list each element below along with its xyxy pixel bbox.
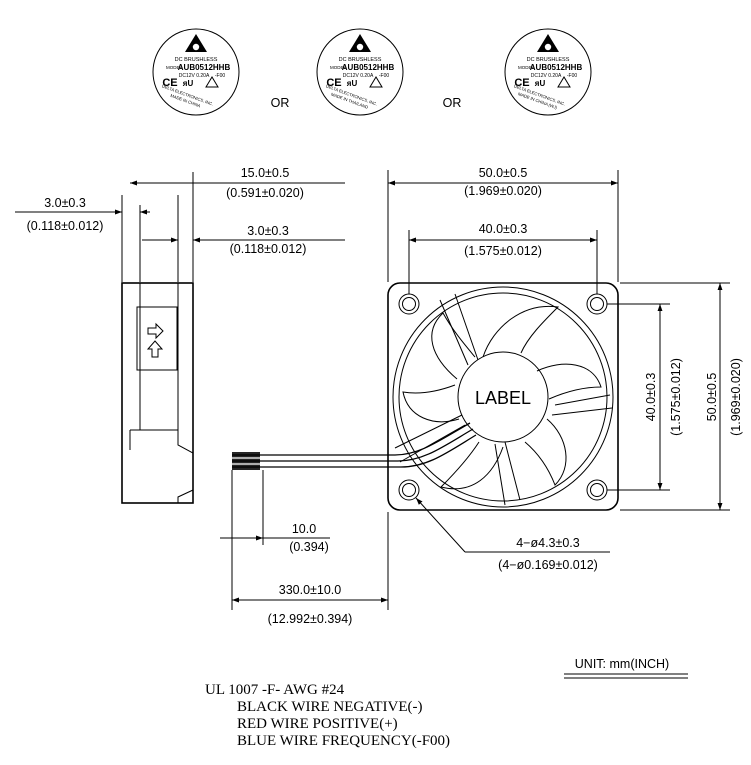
- side-view: 15.0±0.5 (0.591±0.020) 3.0±0.3 (0.118±0.…: [15, 166, 345, 504]
- delta-logo-icon: [537, 34, 559, 52]
- warning-triangle-icon: [369, 76, 383, 88]
- mount-hole-icon: [398, 479, 420, 501]
- label-model: AUB0512HHB: [342, 63, 395, 72]
- dim-wire-strip-inch: (0.394): [289, 540, 329, 554]
- dim-mount-holes-inch: (4−ø0.169±0.012): [498, 558, 598, 572]
- mount-hole-icon: [586, 293, 608, 315]
- dim-right-rim-mm: 3.0±0.3: [247, 224, 289, 238]
- ul-mark-icon: ᴙU: [347, 79, 358, 88]
- dim-width-holes-inch: (1.575±0.012): [464, 244, 542, 258]
- unit-label: UNIT: mm(INCH): [575, 657, 669, 671]
- delta-logo-icon: [349, 34, 371, 52]
- fan-blades: [402, 305, 602, 490]
- label-sticker-1: DC BRUSHLESS MODEL AUB0512HHB DC12V 0.20…: [152, 28, 240, 116]
- dim-left-rim-mm: 3.0±0.3: [44, 196, 86, 210]
- dim-left-rim-inch: (0.118±0.012): [27, 219, 104, 233]
- wire-note-blue: BLUE WIRE FREQUENCY(-F00): [237, 733, 450, 749]
- airflow-arrow-right-icon: [147, 322, 164, 340]
- warning-triangle-icon: [557, 76, 571, 88]
- ul-mark-icon: ᴙU: [535, 79, 546, 88]
- mount-hole-icon: [586, 479, 608, 501]
- wire-spec: UL 1007 -F- AWG #24: [205, 682, 345, 698]
- front-view: LABEL: [260, 282, 619, 511]
- label-variant: -F00: [215, 73, 226, 79]
- label-model: AUB0512HHB: [530, 63, 583, 72]
- label-brand: DC BRUSHLESS: [339, 57, 382, 63]
- label-sticker-2: DC BRUSHLESS MODEL AUB0512HHB DC12V 0.20…: [316, 28, 404, 116]
- wire-note-black: BLACK WIRE NEGATIVE(-): [237, 699, 423, 715]
- warning-triangle-icon: [205, 76, 219, 88]
- dim-side-depth-mm: 15.0±0.5: [241, 166, 290, 180]
- label-model-prefix: MODEL: [518, 65, 535, 70]
- label-variant: -F00: [567, 73, 578, 79]
- dim-height-total-inch: (1.969±0.020): [729, 358, 743, 436]
- label-model: AUB0512HHB: [178, 63, 231, 72]
- dim-width-holes-mm: 40.0±0.3: [479, 222, 528, 236]
- dim-side-depth-inch: (0.591±0.020): [226, 186, 304, 200]
- label-rating: DC12V 0.20A: [179, 73, 210, 79]
- ce-mark-icon: CE: [162, 77, 177, 89]
- dim-width-total-mm: 50.0±0.5: [479, 166, 528, 180]
- frame-struts: [394, 293, 613, 506]
- dim-height-holes-inch: (1.575±0.012): [669, 358, 683, 436]
- rotation-arrow-up-icon: [146, 340, 164, 358]
- or-text-2: OR: [443, 96, 462, 110]
- label-model-prefix: MODEL: [166, 65, 183, 70]
- dim-height-holes-mm: 40.0±0.3: [644, 373, 658, 422]
- dim-right-rim-inch: (0.118±0.012): [230, 242, 307, 256]
- ce-mark-icon: CE: [514, 77, 529, 89]
- hub-label: LABEL: [475, 388, 531, 408]
- label-rating: DC12V 0.20A: [343, 73, 374, 79]
- front-dimensions: 50.0±0.5 (1.969±0.020) 40.0±0.3 (1.575±0…: [387, 166, 743, 572]
- label-rating: DC12V 0.20A: [531, 73, 562, 79]
- wire-note-red: RED WIRE POSITIVE(+): [237, 716, 398, 732]
- dim-height-total-mm: 50.0±0.5: [705, 373, 719, 422]
- delta-logo-icon: [185, 34, 207, 52]
- wire-dimensions: 10.0 (0.394) 330.0±10.0 (12.992±0.394): [220, 470, 389, 626]
- label-sticker-3: DC BRUSHLESS MODEL AUB0512HHB DC12V 0.20…: [504, 28, 592, 116]
- label-brand: DC BRUSHLESS: [527, 57, 570, 63]
- dim-wire-length-inch: (12.992±0.394): [268, 612, 353, 626]
- dim-mount-holes-mm: 4−ø4.3±0.3: [516, 536, 580, 550]
- label-brand: DC BRUSHLESS: [175, 57, 218, 63]
- mount-hole-icon: [398, 293, 420, 315]
- dim-wire-length-mm: 330.0±10.0: [279, 583, 342, 597]
- or-text-1: OR: [271, 96, 290, 110]
- dim-width-total-inch: (1.969±0.020): [464, 184, 542, 198]
- ce-mark-icon: CE: [326, 77, 341, 89]
- label-variant: -F00: [379, 73, 390, 79]
- dim-wire-strip-mm: 10.0: [292, 522, 316, 536]
- label-model-prefix: MODEL: [330, 65, 347, 70]
- ul-mark-icon: ᴙU: [183, 79, 194, 88]
